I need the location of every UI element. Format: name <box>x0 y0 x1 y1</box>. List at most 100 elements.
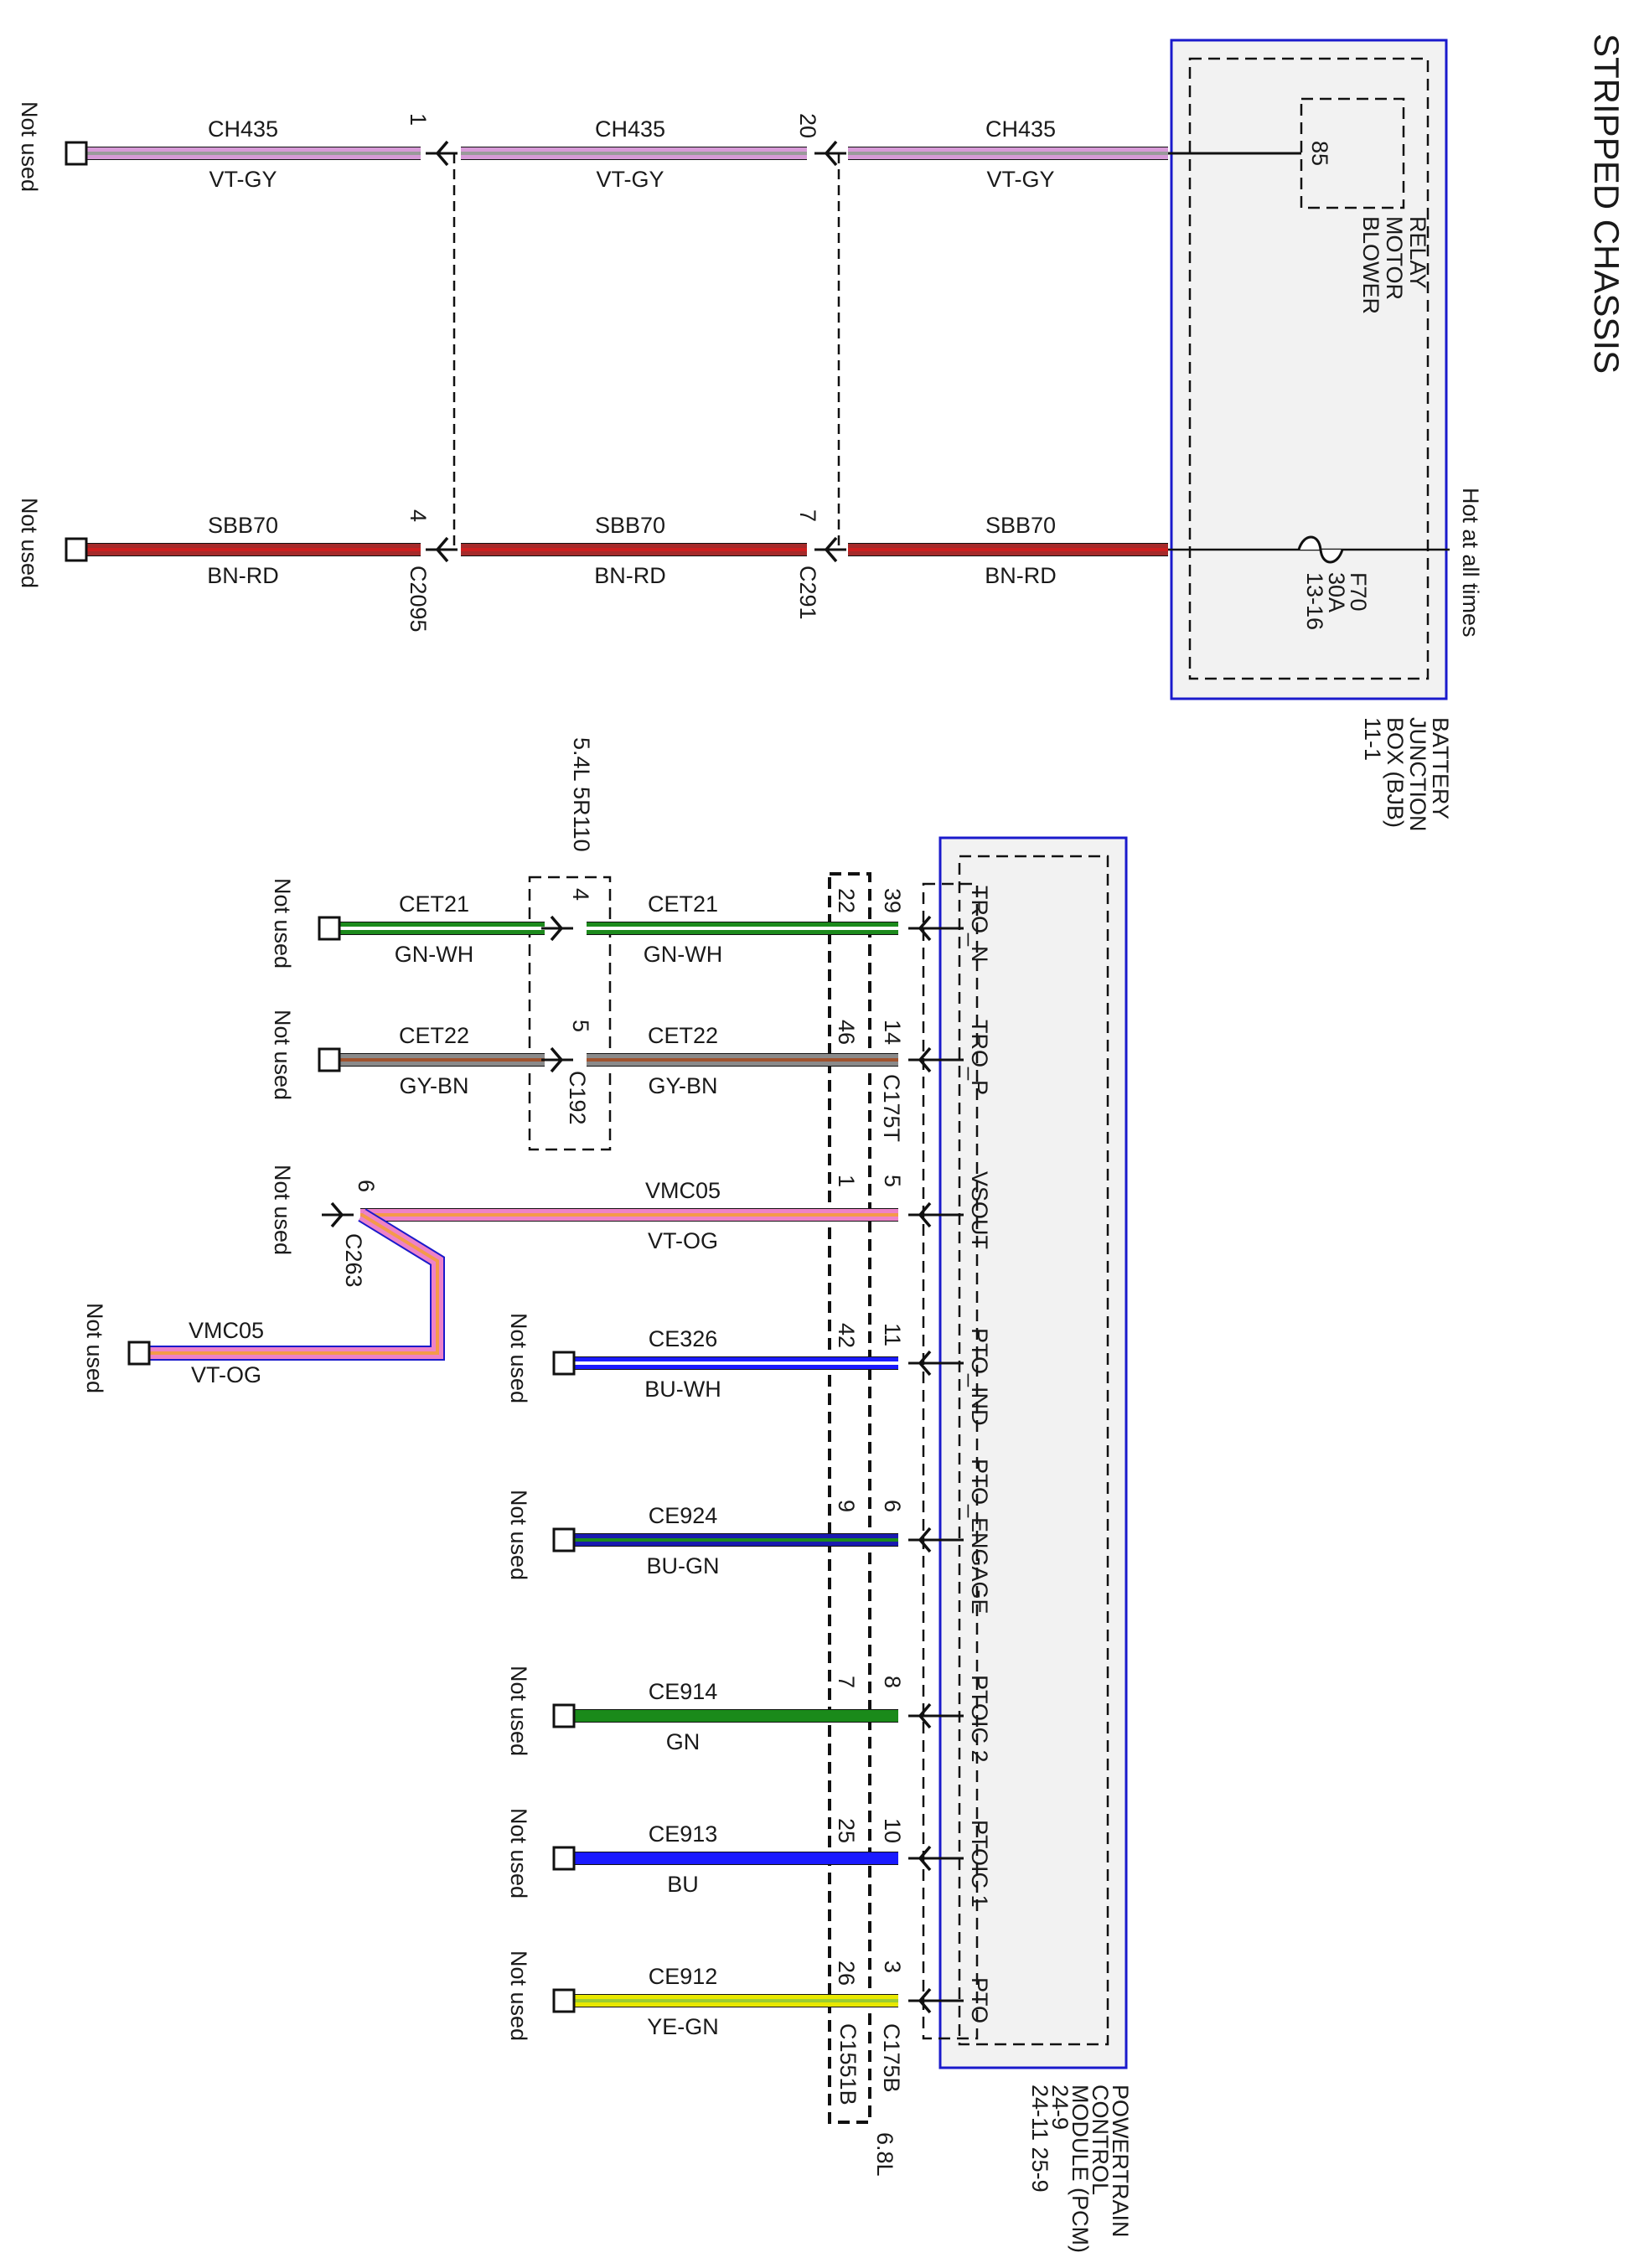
blower-relay-label-1: MOTOR <box>1382 216 1407 300</box>
circuit-label: CET21 <box>648 891 718 917</box>
pcm-name-1: CONTROL <box>1088 2085 1113 2195</box>
pcm-pin-label-ptoic-2: PTOIC 2 <box>967 1675 992 1763</box>
not-used-end-cap <box>552 1703 576 1728</box>
wire-vmc05-branch-stripe <box>138 1213 439 1355</box>
color-label: BN-RD <box>207 563 279 588</box>
pcm-pin-number: 5 <box>880 1175 905 1187</box>
pin-number: 7 <box>795 509 820 522</box>
color-label: GN-WH <box>644 942 722 967</box>
circuit-label: VMC05 <box>189 1318 264 1343</box>
not-used-label: Not used <box>270 1165 295 1255</box>
c1551b-pin-number: 25 <box>834 1818 859 1843</box>
fuse-label-1: 30A <box>1324 572 1349 612</box>
connector-c263-label: C263 <box>341 1233 366 1288</box>
fuse-f70-icon <box>1297 535 1344 564</box>
connector-c175b-label: C175B <box>879 2023 904 2093</box>
pcm-pin-label-pto-engage: PTO_ENGAGE <box>967 1459 992 1614</box>
c1551b-pin-number: 22 <box>834 888 859 913</box>
color-label: VT-OG <box>191 1362 261 1387</box>
bjb-box <box>1170 39 1448 700</box>
not-used-end-cap <box>65 537 88 562</box>
c192-dashed <box>528 876 612 1151</box>
not-used-label: Not used <box>17 101 42 192</box>
bjb-name-0: BATTERY <box>1428 717 1453 819</box>
bjb-name-3: 11-1 <box>1360 717 1385 761</box>
color-label: VT-GY <box>209 167 277 192</box>
not-used-label: Not used <box>17 498 42 588</box>
c1551b-pin-number: 26 <box>834 1961 859 1986</box>
pin-number: 20 <box>795 113 820 138</box>
blower-relay-label-0: BLOWER <box>1358 216 1383 314</box>
circuit-label: CET22 <box>399 1023 469 1048</box>
not-used-label: Not used <box>506 1313 531 1403</box>
not-used-label: Not used <box>506 1666 531 1756</box>
circuit-label: CET21 <box>399 891 469 917</box>
pcm-pin-number: 14 <box>880 1020 905 1045</box>
c192-pin-number: 5 <box>568 1020 593 1032</box>
pcm-connector-c175-dashed <box>922 882 979 2040</box>
blower-relay-box <box>1300 97 1405 209</box>
pcm-pin-number: 39 <box>880 888 905 913</box>
pcm-pin-number: 3 <box>880 1961 905 1973</box>
not-used-end-cap <box>318 1047 341 1072</box>
pcm-inner-dashed <box>958 855 1109 2046</box>
not-used-label: Not used <box>506 1808 531 1899</box>
fuse-label-2: 13-16 <box>1302 572 1327 630</box>
circuit-label: SBB70 <box>595 513 665 538</box>
pcm-name-0: POWERTRAIN <box>1108 2085 1133 2238</box>
not-used-end-cap <box>127 1341 151 1366</box>
not-used-label: Not used <box>506 1950 531 2041</box>
color-label: BU-WH <box>644 1377 721 1402</box>
c1551b-pin-number: 7 <box>834 1676 859 1688</box>
circuit-label: SBB70 <box>208 513 278 538</box>
not-used-label: Not used <box>506 1490 531 1580</box>
color-label: YE-GN <box>647 2014 719 2039</box>
not-used-end-cap <box>65 141 88 166</box>
circuit-label: CE914 <box>649 1679 718 1704</box>
pin-number: 4 <box>406 509 431 522</box>
connector-c175t-label: C175T <box>879 1074 904 1142</box>
circuit-label: CH435 <box>595 116 665 142</box>
fuse-label-0: F70 <box>1346 572 1371 612</box>
circuit-label: CE326 <box>649 1326 718 1351</box>
color-label: GY-BN <box>648 1073 717 1098</box>
not-used-end-cap <box>552 1527 576 1552</box>
pcm-pin-label-ptoic-1: PTOIC 1 <box>967 1820 992 1908</box>
blower-relay-label-2: RELAY <box>1405 216 1430 289</box>
bjb-name-1: JUNCTION <box>1405 717 1430 832</box>
pcm-box <box>938 836 1128 2069</box>
wire-vmc05-branch <box>138 1208 445 1361</box>
color-label: BN-RD <box>985 563 1057 588</box>
c192-pin-number: 4 <box>568 888 593 901</box>
c1551b-pin-number: 42 <box>834 1323 859 1348</box>
pcm-pin-label-pto: PTO <box>967 1977 992 2023</box>
not-used-end-cap <box>318 916 341 941</box>
relay-pin-85: 85 <box>1307 141 1332 166</box>
trans-5-4l-5r110-label: 5.4L 5R110 <box>569 737 594 852</box>
color-label: BN-RD <box>594 563 666 588</box>
bjb-name-2: BOX (BJB) <box>1383 717 1408 828</box>
pcm-pin-label-pto-ind: PTO_IND <box>967 1328 992 1426</box>
pcm-name-4: 24-11 25-9 <box>1027 2085 1052 2193</box>
not-used-end-cap <box>552 1351 576 1376</box>
connector-c2095-label: C2095 <box>406 566 431 633</box>
pcm-pin-number: 10 <box>880 1818 905 1843</box>
pcm-pin-label-tro-p: TRO_P <box>967 1020 992 1095</box>
c1551b-pin-number: 9 <box>834 1500 859 1512</box>
not-used-label: Not used <box>270 878 295 969</box>
color-label: GN-WH <box>395 942 473 967</box>
circuit-label: CE913 <box>649 1821 718 1847</box>
engine-6-8l-label: 6.8L <box>872 2132 897 2177</box>
not-used-label: Not used <box>82 1303 107 1393</box>
pcm-pin-number: 6 <box>880 1500 905 1512</box>
color-label: GN <box>666 1729 701 1754</box>
circuit-label: VMC05 <box>645 1178 721 1203</box>
connector-c1551b-label: C1551B <box>835 2023 861 2105</box>
c1551b-pin-number: 46 <box>834 1020 859 1045</box>
color-label: BU <box>667 1872 699 1897</box>
pcm-name-2: MODULE (PCM) <box>1068 2085 1093 2253</box>
circuit-label: CE912 <box>649 1964 718 1989</box>
pin-number: 1 <box>406 113 431 126</box>
hot-at-all-times-label: Hot at all times <box>1458 488 1483 638</box>
